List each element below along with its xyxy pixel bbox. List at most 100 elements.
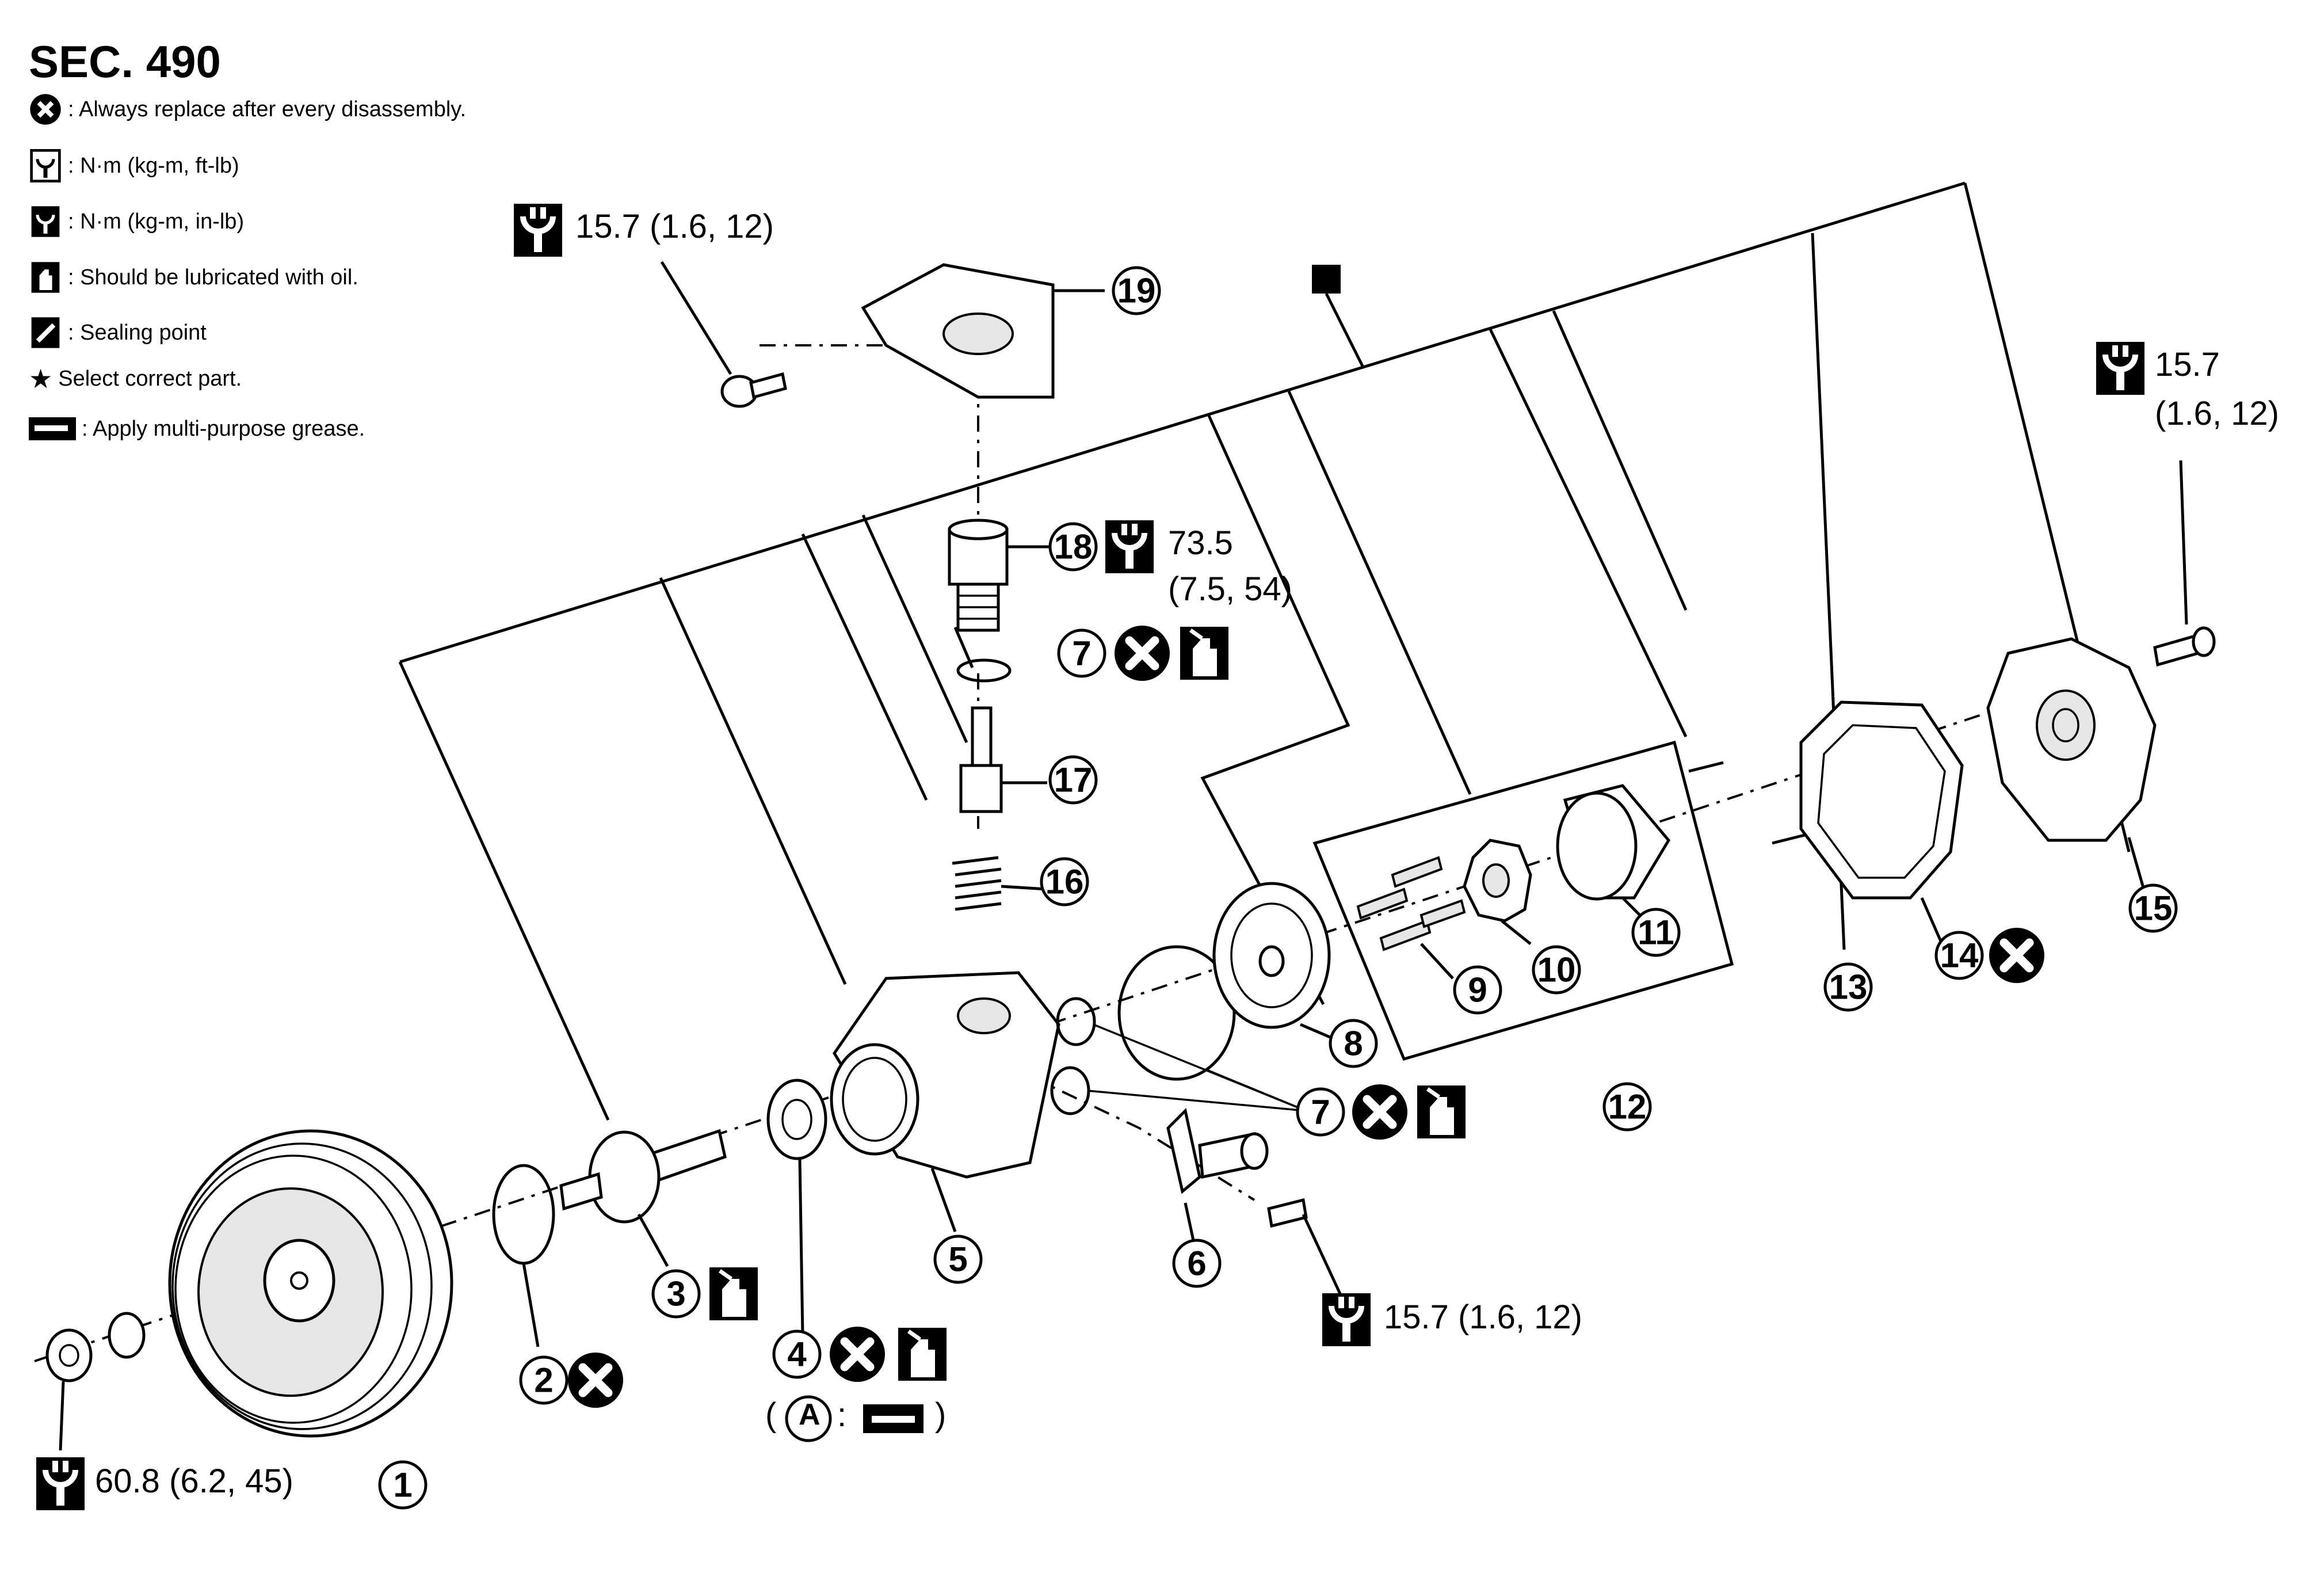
svg-text:17: 17 bbox=[1054, 761, 1093, 799]
replace-x-icon bbox=[1352, 1084, 1407, 1140]
legend-text: : N·m (kg-m, ft-lb) bbox=[68, 153, 239, 178]
part-gasket bbox=[1799, 700, 1964, 945]
legend-row-torque-ftlb: : N·m (kg-m, ft-lb) bbox=[29, 148, 239, 183]
part-oil-seal bbox=[766, 1079, 827, 1336]
torque-wrench-icon bbox=[2096, 342, 2144, 395]
callout-13: 13 bbox=[1823, 962, 1873, 1012]
replace-x-icon bbox=[568, 1353, 623, 1408]
legend-text: : Should be lubricated with oil. bbox=[68, 265, 358, 290]
star-icon: ★ bbox=[29, 364, 53, 394]
svg-text:4: 4 bbox=[787, 1335, 807, 1374]
legend-row-star: ★ Select correct part. bbox=[29, 361, 242, 396]
note-a-sep: : bbox=[837, 1396, 847, 1434]
callout-4: 4 bbox=[772, 1330, 822, 1379]
svg-text:3: 3 bbox=[666, 1275, 685, 1313]
cartridge-kit-box bbox=[1312, 740, 1734, 1061]
svg-text:16: 16 bbox=[1045, 863, 1084, 901]
callout-7-upper: 7 bbox=[1057, 628, 1106, 678]
callout-6: 6 bbox=[1172, 1239, 1222, 1288]
replace-x-icon bbox=[830, 1327, 885, 1382]
callout-numbers: 1 2 3 4 5 6 7 7 8 9 10 11 12 13 14 15 16… bbox=[378, 266, 2178, 1510]
legend-row-sealing: : Sealing point bbox=[29, 315, 207, 350]
callout-11: 11 bbox=[1631, 908, 1681, 957]
section-title: SEC. 490 bbox=[29, 36, 221, 87]
torque-spec-connector-line2: (7.5, 54) bbox=[1168, 570, 1292, 608]
legend-row-replace: : Always replace after every disassembly… bbox=[29, 92, 466, 127]
svg-text:8: 8 bbox=[1344, 1024, 1363, 1063]
part-rear-cover-bolt bbox=[2153, 460, 2216, 667]
callout-9: 9 bbox=[1453, 965, 1502, 1015]
part-rotor bbox=[1463, 839, 1532, 945]
svg-text:19: 19 bbox=[1117, 272, 1156, 310]
oil-can-icon bbox=[709, 1267, 758, 1320]
svg-text:9: 9 bbox=[1468, 971, 1487, 1010]
callout-5: 5 bbox=[933, 1235, 983, 1284]
torque-spec-suction-bolt: 15.7 (1.6, 12) bbox=[1384, 1298, 1582, 1336]
callout-17: 17 bbox=[1048, 755, 1098, 805]
svg-text:12: 12 bbox=[1608, 1088, 1647, 1126]
legend-text: : N·m (kg-m, in-lb) bbox=[68, 209, 245, 234]
callout-7-lower: 7 bbox=[1296, 1087, 1345, 1137]
callout-15: 15 bbox=[2128, 883, 2178, 933]
sealing-icon bbox=[31, 317, 60, 348]
oil-can-icon bbox=[1180, 627, 1228, 680]
note-a-circle bbox=[785, 1395, 832, 1442]
callout-symbols bbox=[36, 204, 2144, 1510]
legend-row-grease: : Apply multi-purpose grease. bbox=[29, 412, 365, 446]
torque-spec-connector-line1: 73.5 bbox=[1168, 524, 1233, 562]
callout-1: 1 bbox=[378, 1460, 428, 1510]
part-bracket-bolt bbox=[660, 261, 787, 408]
svg-text:15: 15 bbox=[2134, 889, 2173, 928]
torque-wrench-icon bbox=[36, 1457, 85, 1510]
part-o-rings bbox=[956, 658, 1307, 1115]
callout-3: 3 bbox=[651, 1269, 701, 1319]
torque-wrench-icon bbox=[514, 204, 562, 257]
legend-text: : Apply multi-purpose grease. bbox=[82, 416, 365, 441]
part-vanes bbox=[1356, 856, 1466, 980]
part-drive-shaft bbox=[559, 1129, 727, 1267]
oil-can-icon bbox=[898, 1328, 947, 1381]
grease-icon bbox=[29, 417, 76, 440]
marker-square bbox=[1312, 265, 1341, 294]
part-flow-control-valve bbox=[959, 706, 1047, 813]
replace-x-icon bbox=[1989, 928, 2044, 983]
replace-x-icon bbox=[1115, 626, 1170, 681]
part-rear-cover bbox=[1986, 637, 2157, 898]
callout-2: 2 bbox=[519, 1355, 568, 1405]
callout-16: 16 bbox=[1040, 857, 1089, 906]
callout-12: 12 bbox=[1602, 1082, 1652, 1132]
note-a-close: ) bbox=[935, 1396, 947, 1434]
part-dowel-pins bbox=[1688, 761, 1807, 845]
torque-inlb-icon bbox=[31, 206, 60, 237]
part-pulley bbox=[168, 1129, 453, 1438]
oil-can-icon bbox=[31, 262, 60, 293]
part-pulley-nut bbox=[45, 1312, 146, 1451]
torque-spec-bracket-bolt: 15.7 (1.6, 12) bbox=[575, 208, 774, 245]
torque-spec-rear-cover-line2: (1.6, 12) bbox=[2155, 395, 2279, 432]
part-suction-connector bbox=[1166, 1107, 1342, 1296]
legend-text: : Always replace after every disassembly… bbox=[68, 97, 467, 121]
torque-spec-rear-cover-line1: 15.7 bbox=[2155, 346, 2220, 383]
svg-text:13: 13 bbox=[1829, 968, 1868, 1007]
callout-14: 14 bbox=[1934, 931, 1984, 980]
part-snap-ring bbox=[492, 1164, 555, 1265]
svg-text:18: 18 bbox=[1054, 528, 1093, 566]
torque-spec-pulley-nut: 60.8 (6.2, 45) bbox=[95, 1462, 293, 1500]
torque-ftlb-icon bbox=[30, 149, 61, 182]
oil-can-icon bbox=[1417, 1085, 1466, 1138]
legend-row-torque-inlb: : N·m (kg-m, in-lb) bbox=[29, 204, 244, 239]
legend-text: Select correct part. bbox=[58, 366, 242, 391]
svg-text:2: 2 bbox=[534, 1361, 553, 1400]
note-a-open: ( bbox=[765, 1396, 777, 1434]
legend-text: : Sealing point bbox=[68, 320, 207, 345]
callout-19: 19 bbox=[1112, 266, 1161, 315]
note-a-letter: A bbox=[799, 1398, 821, 1431]
svg-text:11: 11 bbox=[1638, 913, 1674, 952]
part-bracket bbox=[861, 263, 1105, 399]
torque-wrench-icon bbox=[1105, 520, 1154, 573]
svg-text:14: 14 bbox=[1940, 936, 1979, 975]
svg-text:5: 5 bbox=[948, 1240, 967, 1279]
svg-text:7: 7 bbox=[1072, 634, 1091, 673]
part-connector-bolt bbox=[948, 519, 1053, 632]
part-pump-body bbox=[830, 971, 1060, 1232]
